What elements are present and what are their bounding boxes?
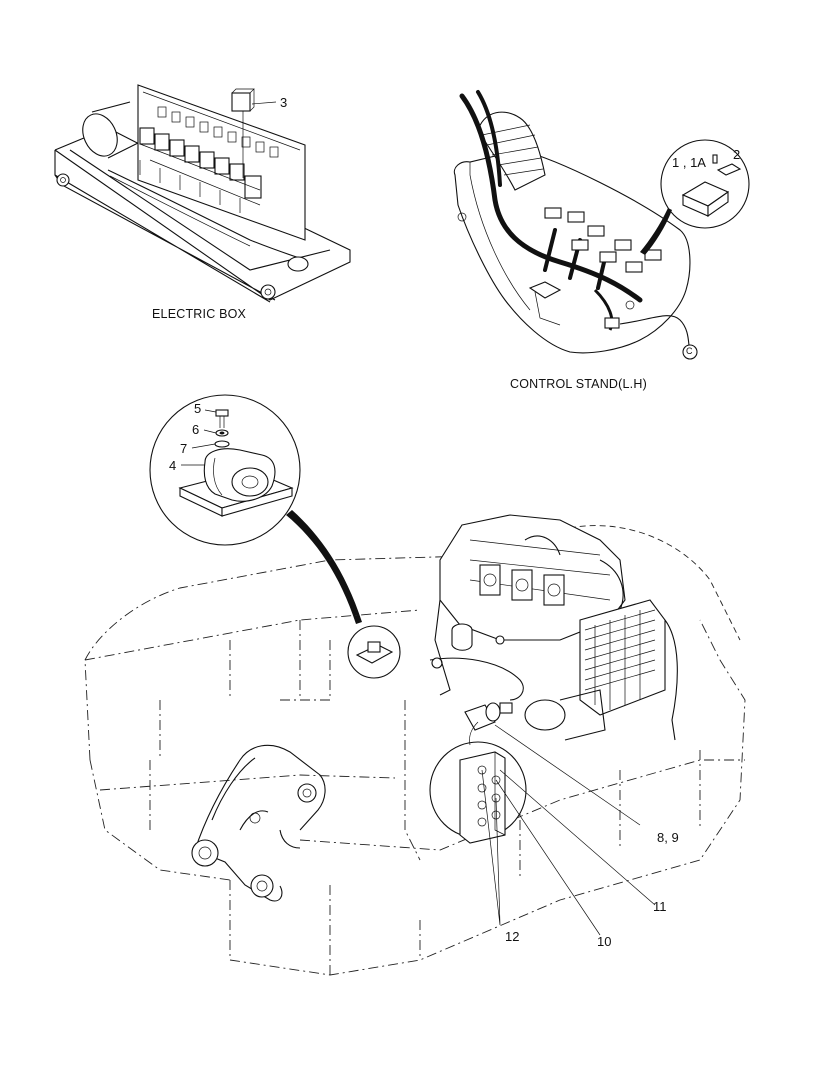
callout-7: 7 <box>180 441 188 456</box>
caption-control-stand: CONTROL STAND(L.H) <box>510 377 647 391</box>
caption-electric-box: ELECTRIC BOX <box>152 307 247 321</box>
relay-part-3 <box>231 92 251 112</box>
callout-11: 11 <box>653 899 667 914</box>
boom-bracket <box>191 744 326 902</box>
callout-5: 5 <box>194 401 202 416</box>
callout-10: 10 <box>597 934 612 949</box>
callout-4: 4 <box>169 458 177 473</box>
callout-12: 12 <box>505 929 520 944</box>
callout-3: 3 <box>280 95 288 110</box>
callout-2: 2 <box>733 147 741 162</box>
electric-box-assembly <box>54 84 351 303</box>
callout-1-1a: 1 , 1A <box>672 155 706 170</box>
control-stand-assembly <box>453 90 750 360</box>
callout-6: 6 <box>192 422 200 437</box>
engine-assembly <box>429 514 678 826</box>
callout-c: C <box>686 346 693 356</box>
callout-8-9: 8, 9 <box>657 830 679 845</box>
upper-structure-outline <box>84 525 746 976</box>
mount-detail-assembly <box>149 394 401 679</box>
bracket-detail-assembly <box>429 721 656 936</box>
